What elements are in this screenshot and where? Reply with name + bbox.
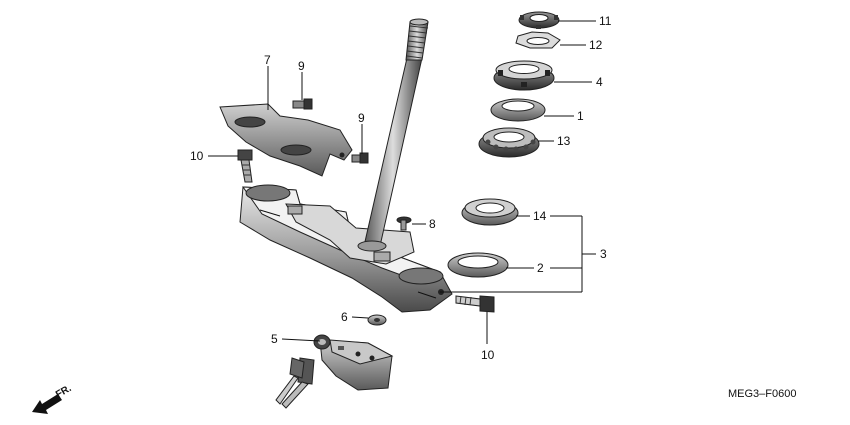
front-arrow-icon (32, 394, 62, 414)
bolt-10-lower (455, 295, 495, 313)
leader-lines (208, 20, 596, 344)
bolt-10-upper (237, 149, 253, 183)
ignition-keys (275, 357, 315, 409)
upper-race-14 (461, 198, 519, 226)
callout-13: 13 (557, 134, 571, 148)
steering-lock (313, 334, 394, 391)
callout-4: 4 (596, 75, 603, 89)
callout-14: 14 (533, 209, 547, 223)
hose-clamp-bracket (219, 103, 353, 177)
callout-10-upper: 10 (190, 149, 204, 163)
callouts: 7 9 9 10 8 6 5 10 11 12 4 1 13 14 2 3 (190, 14, 612, 362)
lower-race-2 (447, 252, 509, 278)
callout-8: 8 (429, 217, 436, 231)
front-label: FR. (54, 383, 74, 401)
callout-6: 6 (341, 310, 348, 324)
bolt-9-lower (351, 152, 369, 164)
callout-2: 2 (537, 261, 544, 275)
callout-9-lower: 9 (358, 111, 365, 125)
callout-12: 12 (589, 38, 603, 52)
callout-10-lower: 10 (481, 348, 495, 362)
diagram-code: MEG3–F0600 (728, 388, 796, 400)
front-direction-marker: FR. (32, 383, 74, 414)
callout-11: 11 (599, 14, 612, 28)
bolt-9-upper (292, 98, 313, 110)
washer-6 (367, 314, 387, 326)
steering-stem (239, 18, 453, 313)
callout-5: 5 (271, 332, 278, 346)
callout-7: 7 (264, 53, 271, 67)
screw-8 (396, 216, 412, 231)
adjusting-nut-4 (493, 60, 555, 91)
callout-1: 1 (577, 109, 584, 123)
lock-washer-12 (515, 31, 561, 49)
callout-9-upper: 9 (298, 59, 305, 73)
dust-seal-1 (490, 98, 546, 122)
bearing-13 (478, 127, 540, 158)
lock-nut-11 (518, 11, 560, 29)
callout-3: 3 (600, 247, 607, 261)
